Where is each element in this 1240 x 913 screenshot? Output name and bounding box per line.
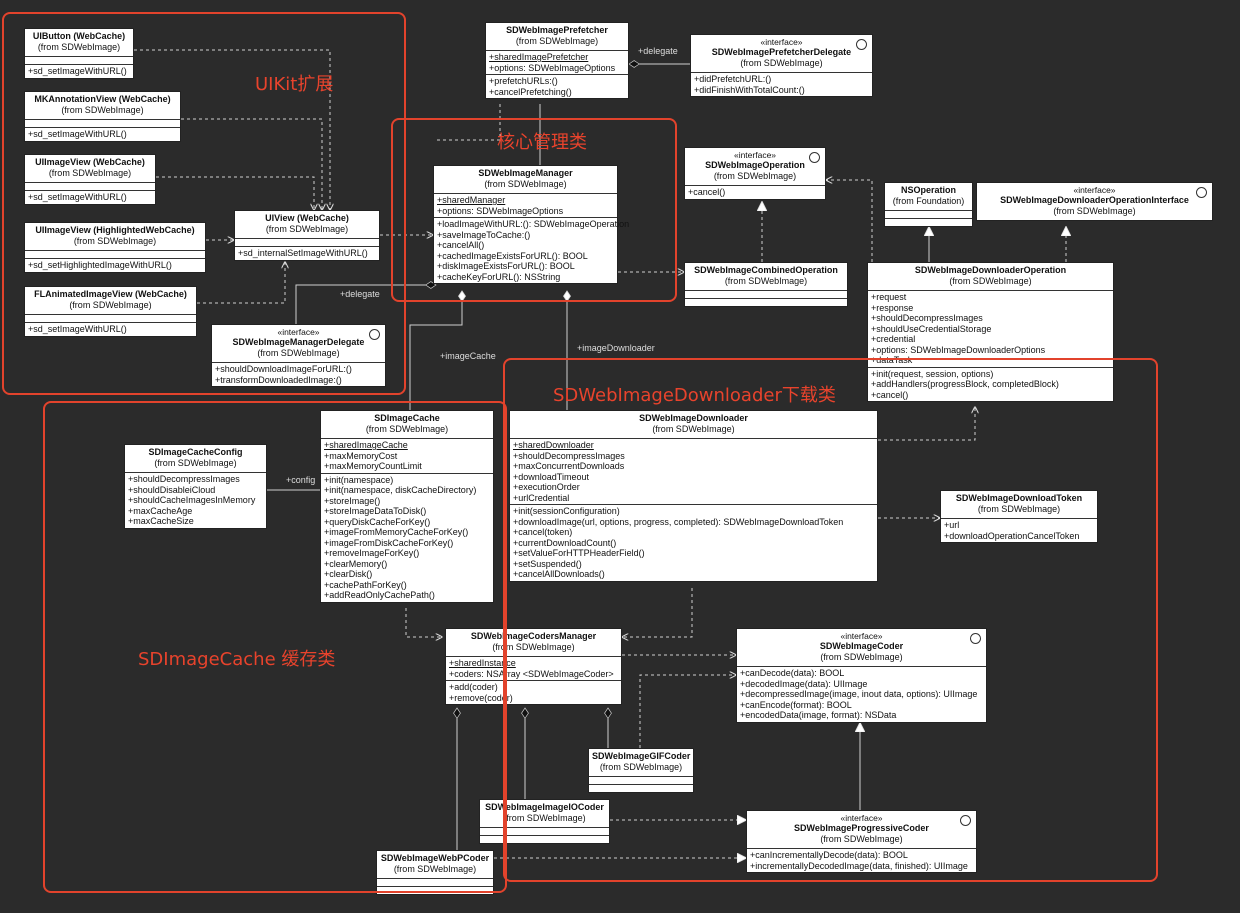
assoc-manager-delegate [295, 281, 437, 324]
class-sdwebimagedownloaderoperation[interactable]: SDWebImageDownloaderOperation(from SDWeb… [867, 262, 1114, 402]
interface-sdwebimageprogressivecoder[interactable]: «interface»SDWebImageProgressiveCoder(fr… [746, 810, 977, 873]
class-uiimageview-highlightedwebcache[interactable]: UIImageView (HighlightedWebCache)(from S… [24, 222, 206, 273]
interface-sdwebimagedownloaderoperationinterface[interactable]: «interface»SDWebImageDownloaderOperation… [976, 182, 1213, 221]
realize-dlop-operation [826, 180, 873, 262]
dep-uiimageview-uiview [156, 176, 314, 210]
class-nsoperation[interactable]: NSOperation(from Foundation) [884, 182, 973, 227]
dep-cache-codersmanager [405, 608, 442, 637]
dep-prefetcher-manager-dashed [434, 104, 501, 141]
class-uiview-webcache[interactable]: UIView (WebCache)(from SDWebImage) +sd_i… [234, 210, 380, 261]
group-uikit-label: UIKit扩展 [255, 74, 334, 95]
group-downloader-label: SDWebImageDownloader下载类 [553, 385, 836, 406]
interface-circle-icon [960, 815, 971, 826]
interface-sdwebimageoperation[interactable]: «interface»SDWebImageOperation(from SDWe… [684, 147, 826, 200]
interface-circle-icon [856, 39, 867, 50]
label-image-cache: +imageCache [440, 351, 496, 361]
class-sdimagecache[interactable]: SDImageCache(from SDWebImage) +sharedIma… [320, 410, 494, 603]
label-config: +config [286, 475, 316, 485]
interface-sdwebimageprefetcherdelegate[interactable]: «interface»SDWebImagePrefetcherDelegate(… [690, 34, 873, 97]
interface-sdwebimagecoder[interactable]: «interface»SDWebImageCoder(from SDWebIma… [736, 628, 987, 723]
assoc-manager-imagecache [409, 290, 466, 410]
class-sdwebimagecombinedoperation[interactable]: SDWebImageCombinedOperation(from SDWebIm… [684, 262, 848, 307]
label-manager-delegate: +delegate [340, 289, 380, 299]
attributes [25, 57, 133, 65]
dep-uibutton-uiview [134, 49, 330, 210]
interface-circle-icon [809, 152, 820, 163]
interface-circle-icon [1196, 187, 1207, 198]
class-uibutton-webcache[interactable]: UIButton (WebCache)(from SDWebImage) +sd… [24, 28, 134, 79]
interface-sdwebimagemanagerdelegate[interactable]: «interface»SDWebImageManagerDelegate(fro… [211, 324, 386, 387]
class-sdwebimageimageiocoder[interactable]: SDWebImageImageIOCoder(from SDWebImage) [479, 799, 610, 844]
class-sdwebimagemanager[interactable]: SDWebImageManager(from SDWebImage) +shar… [433, 165, 629, 284]
dep-downloader-codersmanager [622, 588, 693, 637]
dep-downloader-dlop [878, 407, 975, 441]
group-cache-label: SDImageCache 缓存类 [138, 649, 336, 670]
label-image-downloader: +imageDownloader [577, 343, 655, 353]
interface-circle-icon [970, 633, 981, 644]
class-sdwebimageprefetcher[interactable]: SDWebImagePrefetcher(from SDWebImage) +s… [485, 22, 629, 99]
class-sdimagecacheconfig[interactable]: SDImageCacheConfig(from SDWebImage) +sho… [124, 444, 267, 529]
class-uiimageview-webcache[interactable]: UIImageView (WebCache)(from SDWebImage) … [24, 154, 156, 205]
class-sdwebimagegifcoder[interactable]: SDWebImageGIFCoder(from SDWebImage) [588, 748, 694, 793]
dep-flanimated-uiview [197, 262, 285, 304]
dep-mkannotation-uiview [181, 118, 322, 210]
interface-circle-icon [369, 329, 380, 340]
class-flanimatedimageview-webcache[interactable]: FLAnimatedImageView (WebCache)(from SDWe… [24, 286, 197, 337]
class-mkannotationview-webcache[interactable]: MKAnnotationView (WebCache)(from SDWebIm… [24, 91, 181, 142]
class-sdwebimagecodersmanager[interactable]: SDWebImageCodersManager(from SDWebImage)… [445, 628, 622, 705]
class-sdwebimagedownloadtoken[interactable]: SDWebImageDownloadToken(from SDWebImage)… [940, 490, 1098, 543]
realize-gif-coder [639, 675, 736, 748]
label-prefetcher-delegate: +delegate [638, 46, 678, 56]
class-sdwebimagedownloader[interactable]: SDWebImageDownloader(from SDWebImage) +s… [509, 410, 878, 582]
group-core-label: 核心管理类 [497, 132, 587, 153]
class-sdwebimagewebpcoder[interactable]: SDWebImageWebPCoder(from SDWebImage) [376, 850, 494, 895]
